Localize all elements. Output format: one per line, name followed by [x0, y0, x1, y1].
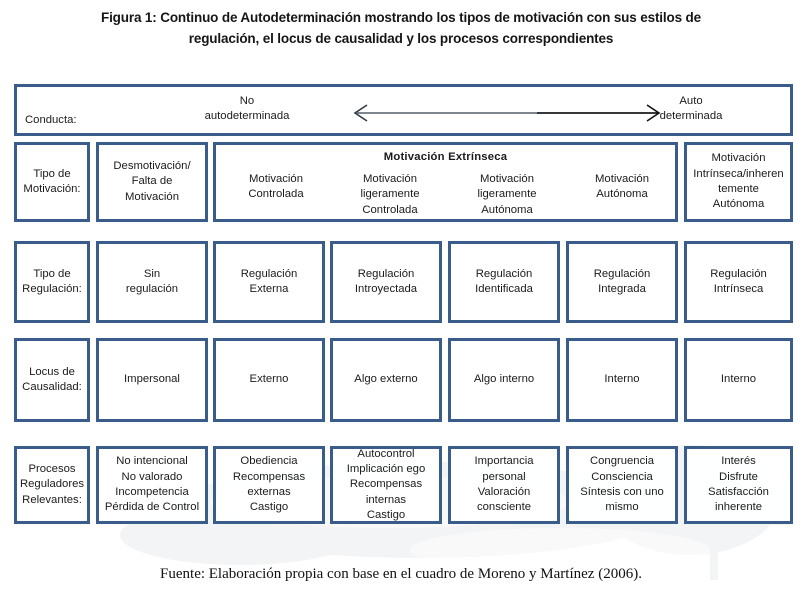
- conducta-right-line2: determinada: [659, 110, 723, 123]
- conducta-label: Conducta:: [25, 114, 77, 126]
- procesos-label-line2: Reguladores: [19, 478, 85, 491]
- conducta-right-line1: Auto: [679, 95, 703, 107]
- procesos-label-cell: Procesos Reguladores Relevantes:: [14, 446, 90, 524]
- locus-causalidad-label-line1: Locus de: [29, 365, 75, 378]
- figure-title: Figura 1: Continuo de Autodeterminación …: [100, 10, 701, 46]
- conducta-row: Conducta: No autodeterminada Auto determ…: [14, 84, 793, 136]
- procesos-label-line1: Procesos: [28, 462, 76, 475]
- continuum-arrow: [347, 103, 667, 123]
- procesos-label-line3: Relevantes:: [22, 493, 82, 506]
- conducta-right-text: Auto determinada: [606, 94, 776, 125]
- locus-causalidad-cell: Externo: [213, 338, 325, 422]
- tipo-motivacion-label-line2: Motivación:: [23, 183, 81, 195]
- motivacion-extrinseca-header: Motivación Extrínseca: [383, 151, 508, 163]
- locus-causalidad-label-cell: Locus de Causalidad:: [14, 338, 90, 422]
- conducta-left-line1: No: [239, 95, 255, 107]
- tipo-regulacion-label-line1: Tipo de: [33, 267, 71, 280]
- locus-causalidad-label-line2: Causalidad:: [22, 381, 82, 393]
- locus-causalidad-cell: Algo interno: [448, 338, 560, 422]
- locus-causalidad-cell: Algo externo: [330, 338, 442, 422]
- conducta-left-line2: autodeterminada: [204, 110, 290, 123]
- conducta-left-text: No autodeterminada: [167, 94, 327, 125]
- tipo-motivacion-label-line1: Tipo de: [33, 167, 71, 180]
- locus-causalidad-cell: Interno: [566, 338, 678, 422]
- tipo-regulacion-label-cell: Tipo de Regulación:: [14, 241, 90, 323]
- locus-causalidad-cell: Impersonal: [96, 338, 208, 422]
- tipo-regulacion-label-line2: Regulación:: [22, 283, 82, 295]
- locus-causalidad-cell: Interno: [684, 338, 793, 422]
- figure-source: Fuente: Elaboración propia con base en e…: [160, 566, 642, 582]
- tipo-motivacion-label-cell: Tipo de Motivación:: [14, 142, 90, 222]
